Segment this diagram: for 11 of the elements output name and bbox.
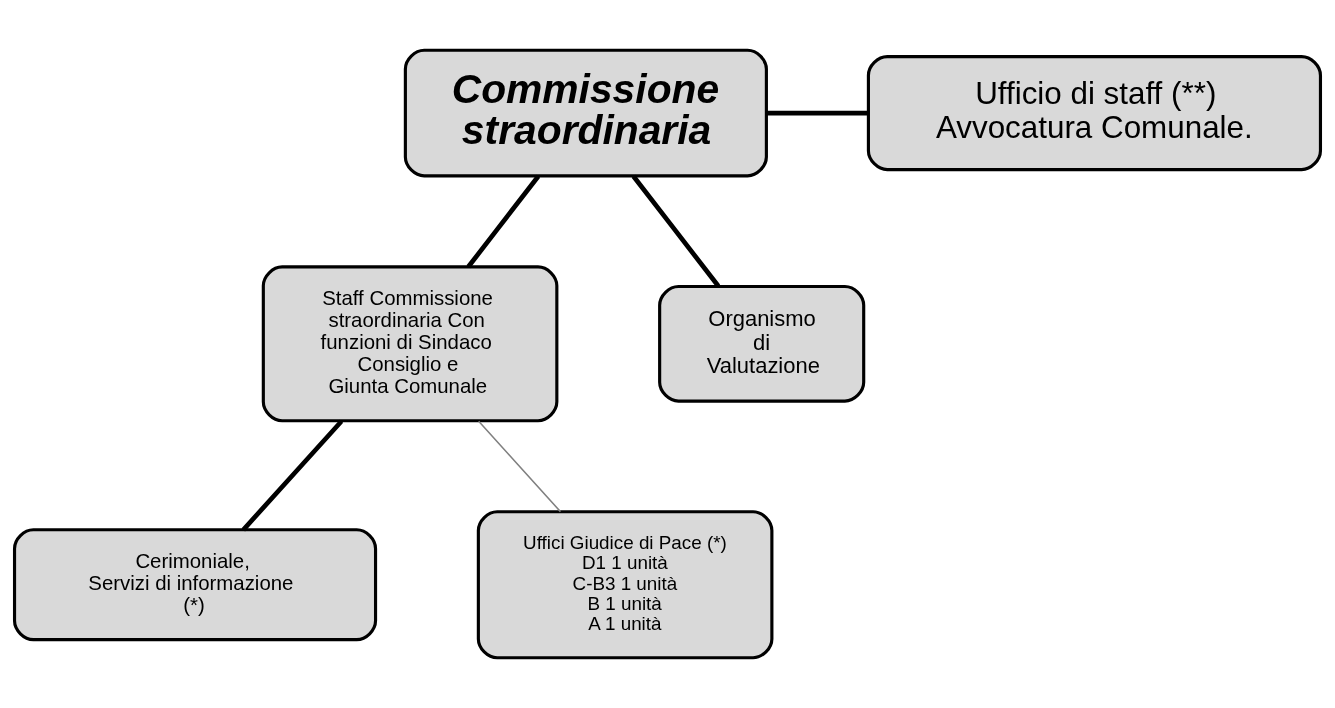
node-box: Staff Commissione straordinaria Con funzioni di Sindaco Consiglio e Giunta Comunale <box>261 265 559 423</box>
node-box: Cerimoniale, Servizi di informazione (*) <box>12 528 378 642</box>
connector <box>241 419 344 532</box>
node-box: Uffici Giudice di Pace (*) D1 1 unità C-B3 1 unità B 1 unità A 1 unità <box>476 510 774 660</box>
connector <box>766 110 868 116</box>
connector <box>477 420 562 513</box>
node-box: Organismo di Valutazione <box>658 284 866 403</box>
node-box: Commissione straordinaria <box>403 48 768 178</box>
connector <box>466 174 541 269</box>
connector <box>631 174 721 288</box>
node-box: Ufficio di staff (**) Avvocatura Comunale. <box>866 55 1323 172</box>
